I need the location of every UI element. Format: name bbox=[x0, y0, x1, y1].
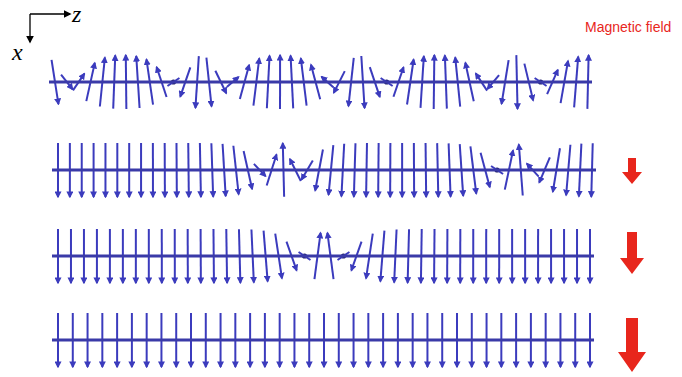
spin-chains bbox=[49, 55, 596, 367]
field-arrow-medium bbox=[620, 232, 644, 274]
chain-axis bbox=[52, 169, 596, 172]
chain-axis bbox=[52, 339, 594, 342]
axis-label: z bbox=[72, 2, 81, 26]
spin-chain bbox=[49, 55, 592, 109]
spin-chain bbox=[52, 143, 596, 197]
z-axis bbox=[30, 13, 70, 14]
axis-label: x bbox=[12, 40, 23, 64]
field-arrow-large bbox=[618, 318, 646, 372]
coordinate-axes bbox=[30, 14, 70, 42]
x-axis bbox=[29, 14, 30, 42]
spin-chain bbox=[52, 229, 594, 283]
spin-chain bbox=[52, 313, 594, 367]
chain-axis bbox=[52, 255, 594, 258]
field-arrows bbox=[618, 158, 646, 372]
chain-axis bbox=[49, 81, 592, 84]
field-arrow-small bbox=[622, 158, 642, 184]
field-label: Magnetic field bbox=[585, 20, 671, 34]
